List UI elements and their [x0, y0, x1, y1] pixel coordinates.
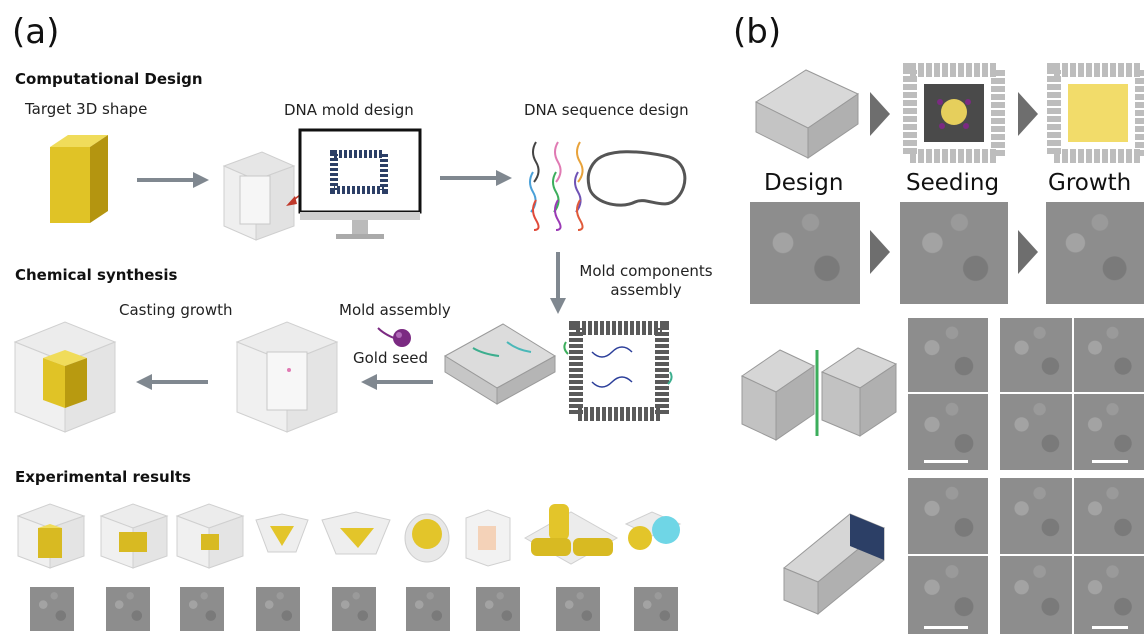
stage-seeding: Seeding	[906, 170, 1000, 196]
long-bundle-icon	[783, 513, 885, 616]
tem-image	[908, 556, 988, 634]
mold-ring-icon	[563, 321, 673, 421]
arrow-left-icon	[136, 374, 208, 390]
experimental-results-title: Experimental results	[15, 468, 191, 486]
result-shape-1	[16, 503, 86, 569]
growth-mold-icon	[1047, 63, 1144, 163]
split-bundle-icon	[740, 347, 898, 441]
casting-growth-mold	[13, 321, 117, 433]
tem-image	[1074, 318, 1144, 392]
components-assembly-caption: Mold components assembly	[579, 262, 713, 299]
mold-bundle-icon	[444, 323, 556, 405]
tem-image	[908, 318, 988, 392]
chevron-right-icon	[870, 92, 890, 136]
arrow-icon	[440, 170, 512, 186]
scale-bar	[924, 626, 968, 629]
scale-bar	[1092, 626, 1128, 629]
result-shape-5	[321, 511, 391, 555]
stage-design: Design	[764, 170, 844, 196]
arrow-icon	[137, 172, 209, 188]
arrow-down-icon	[550, 252, 566, 314]
result-shape-3	[175, 503, 245, 569]
tem-image	[1074, 556, 1144, 634]
casting-growth-caption: Casting growth	[119, 301, 233, 319]
tem-design	[750, 202, 860, 304]
tem-seeding	[900, 202, 1008, 304]
tem-image	[256, 587, 300, 631]
computational-design-title: Computational Design	[15, 70, 203, 88]
tem-image	[180, 587, 224, 631]
gold-cuboid	[50, 135, 108, 223]
chevron-right-icon	[870, 230, 890, 274]
chevron-right-icon	[1018, 92, 1038, 136]
mold-design-caption: DNA mold design	[284, 101, 414, 119]
chevron-right-icon	[1018, 230, 1038, 274]
tem-image	[1074, 478, 1144, 554]
seeded-mold	[235, 321, 339, 433]
tem-image	[106, 587, 150, 631]
tem-image	[332, 587, 376, 631]
stage-growth: Growth	[1048, 170, 1132, 196]
tem-image	[476, 587, 520, 631]
panel-a-label: (a)	[12, 12, 60, 52]
mold-assembly-caption: Mold assembly	[339, 301, 451, 319]
tem-image	[30, 587, 74, 631]
arrow-left-icon	[361, 374, 433, 390]
sequence-design-caption: DNA sequence design	[524, 101, 689, 119]
result-shape-2	[99, 503, 169, 569]
tem-image	[908, 478, 988, 554]
tem-image	[1000, 478, 1072, 554]
result-shape-8	[523, 504, 619, 565]
result-shape-4	[255, 513, 309, 553]
dna-loop-icon	[586, 150, 687, 207]
tem-growth	[1046, 202, 1144, 304]
result-shape-9	[624, 511, 682, 550]
mold-box-icon	[222, 151, 296, 241]
monitor-icon	[298, 128, 422, 239]
tem-image	[1000, 556, 1072, 634]
tem-image	[556, 587, 600, 631]
result-shape-6	[404, 513, 450, 563]
tem-image	[1000, 318, 1072, 392]
tem-image	[908, 394, 988, 470]
design-bundle-icon	[754, 69, 860, 159]
seeding-mold-icon	[903, 63, 1005, 163]
tem-image	[1000, 394, 1072, 470]
panel-b-label: (b)	[733, 12, 782, 52]
dna-strands-icon	[529, 141, 584, 231]
gold-seed-caption: Gold seed	[353, 349, 429, 367]
chemical-synthesis-title: Chemical synthesis	[15, 266, 178, 284]
result-shape-7	[465, 509, 511, 567]
tem-image	[1074, 394, 1144, 470]
target-shape-caption: Target 3D shape	[25, 100, 148, 118]
gold-seed-icon	[377, 327, 411, 347]
scale-bar	[924, 460, 968, 463]
tem-image	[406, 587, 450, 631]
scale-bar	[1092, 460, 1128, 463]
tem-image	[634, 587, 678, 631]
